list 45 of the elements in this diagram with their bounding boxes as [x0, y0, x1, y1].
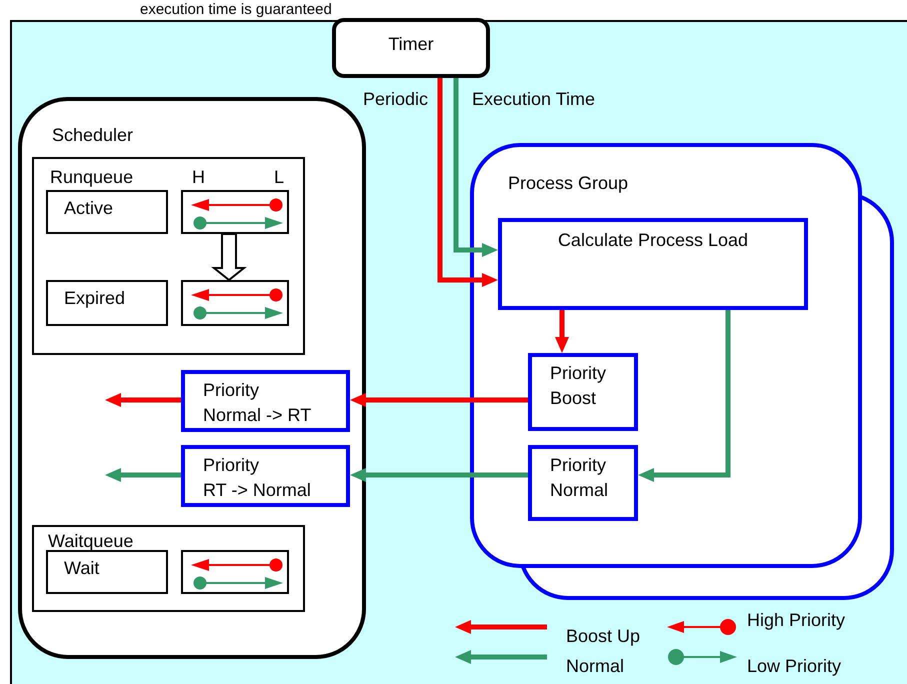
arrow [350, 468, 528, 482]
node-label: Waitqueue [48, 530, 134, 553]
node-label: Calculate Process Load [556, 229, 750, 252]
arrow [438, 78, 498, 287]
queue-box [32, 157, 305, 355]
note-text: execution time is guaranteed [140, 1, 332, 18]
process-group-panel [470, 143, 862, 568]
node-label: Runqueue [50, 166, 134, 189]
queue-box [181, 190, 289, 234]
block-arrow [211, 233, 247, 282]
process-box [181, 370, 350, 432]
scheduler-panel [18, 97, 366, 659]
node-label: Priority RT -> Normal [203, 454, 311, 502]
queue-box [46, 190, 168, 234]
arrow [638, 310, 730, 482]
process-box [528, 353, 638, 431]
timer-box [332, 18, 490, 78]
arrow [555, 310, 569, 353]
node-label: Wait [64, 557, 100, 580]
legend-label: High Priority [747, 609, 846, 631]
arrow [454, 78, 498, 257]
arrow [105, 393, 181, 407]
queue-box [46, 280, 168, 326]
queue-box [181, 280, 289, 326]
legend-label: Boost Up [566, 625, 640, 647]
queue-box [32, 525, 305, 612]
node-label: Expired [64, 287, 126, 310]
node-label: Scheduler [52, 124, 134, 147]
node-label: Priority Boost [550, 362, 606, 410]
node-label: Process Group [508, 172, 628, 195]
legend-label: Low Priority [747, 655, 842, 677]
arrow [350, 393, 528, 407]
node-label: Timer [387, 33, 435, 56]
node-label: L [274, 166, 284, 189]
node-label: Priority Normal -> RT [203, 379, 312, 427]
node-label: H [192, 166, 205, 189]
process-box [528, 445, 638, 521]
node-label: Active [64, 197, 114, 220]
node-label: Priority Normal [550, 454, 608, 502]
queue-box [181, 550, 289, 594]
process-box [181, 445, 350, 507]
queue-box [46, 550, 168, 594]
process-box [498, 218, 808, 310]
arrow [105, 468, 181, 482]
legend-label: Normal [566, 655, 624, 677]
